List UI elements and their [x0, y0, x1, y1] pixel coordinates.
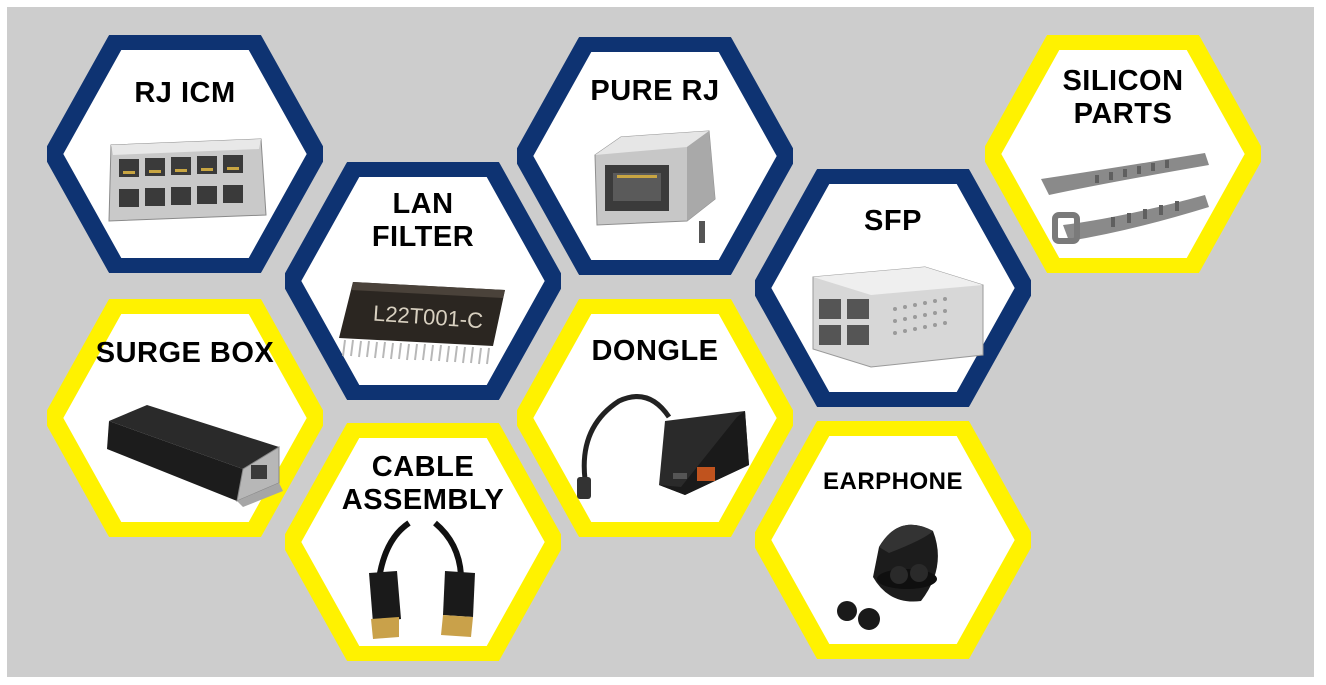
- displayport-cable-icon: [369, 520, 475, 639]
- tile-dongle[interactable]: DONGLE: [517, 299, 793, 537]
- tile-silicon-parts[interactable]: SILICON PARTS: [985, 35, 1261, 273]
- tile-label: RJ ICM: [134, 77, 236, 109]
- tile-label: LAN FILTER: [371, 188, 475, 253]
- hex-frame-yellow: [285, 423, 561, 661]
- tile-label: SILICON PARTS: [1062, 65, 1184, 130]
- tile-surge-box[interactable]: SURGE BOX: [47, 299, 323, 537]
- usb-c-dongle-icon: [577, 394, 749, 499]
- tile-pure-rj[interactable]: PURE RJ: [517, 37, 793, 275]
- tile-rj-icm[interactable]: RJ ICM: [47, 35, 323, 273]
- tile-label: CABLE ASSEMBLY: [341, 451, 505, 516]
- tile-label: EARPHONE: [822, 468, 964, 495]
- tile-lan-filter[interactable]: LAN FILTER L22T001-C: [285, 162, 561, 400]
- surge-box-icon: [107, 405, 283, 507]
- silicone-strap-icon: [1041, 153, 1209, 244]
- earbuds-icon: [837, 524, 938, 630]
- rj45-single-jack-icon: [594, 130, 716, 243]
- tile-label: SFP: [864, 205, 922, 237]
- tile-label: PURE RJ: [590, 75, 720, 107]
- tile-label: DONGLE: [591, 335, 719, 367]
- tile-cable-assembly[interactable]: CABLE ASSEMBLY: [285, 423, 561, 661]
- tile-label: SURGE BOX: [95, 337, 275, 369]
- tile-earphone[interactable]: EARPHONE: [755, 421, 1031, 659]
- tile-sfp[interactable]: SFP: [755, 169, 1031, 407]
- product-hex-grid: RJ ICM LAN FILTER: [7, 7, 1314, 677]
- lan-filter-chip-icon: L22T001-C: [339, 282, 505, 365]
- sfp-cage-icon: [812, 266, 984, 368]
- rj45-stacked-jack-icon: [108, 138, 267, 222]
